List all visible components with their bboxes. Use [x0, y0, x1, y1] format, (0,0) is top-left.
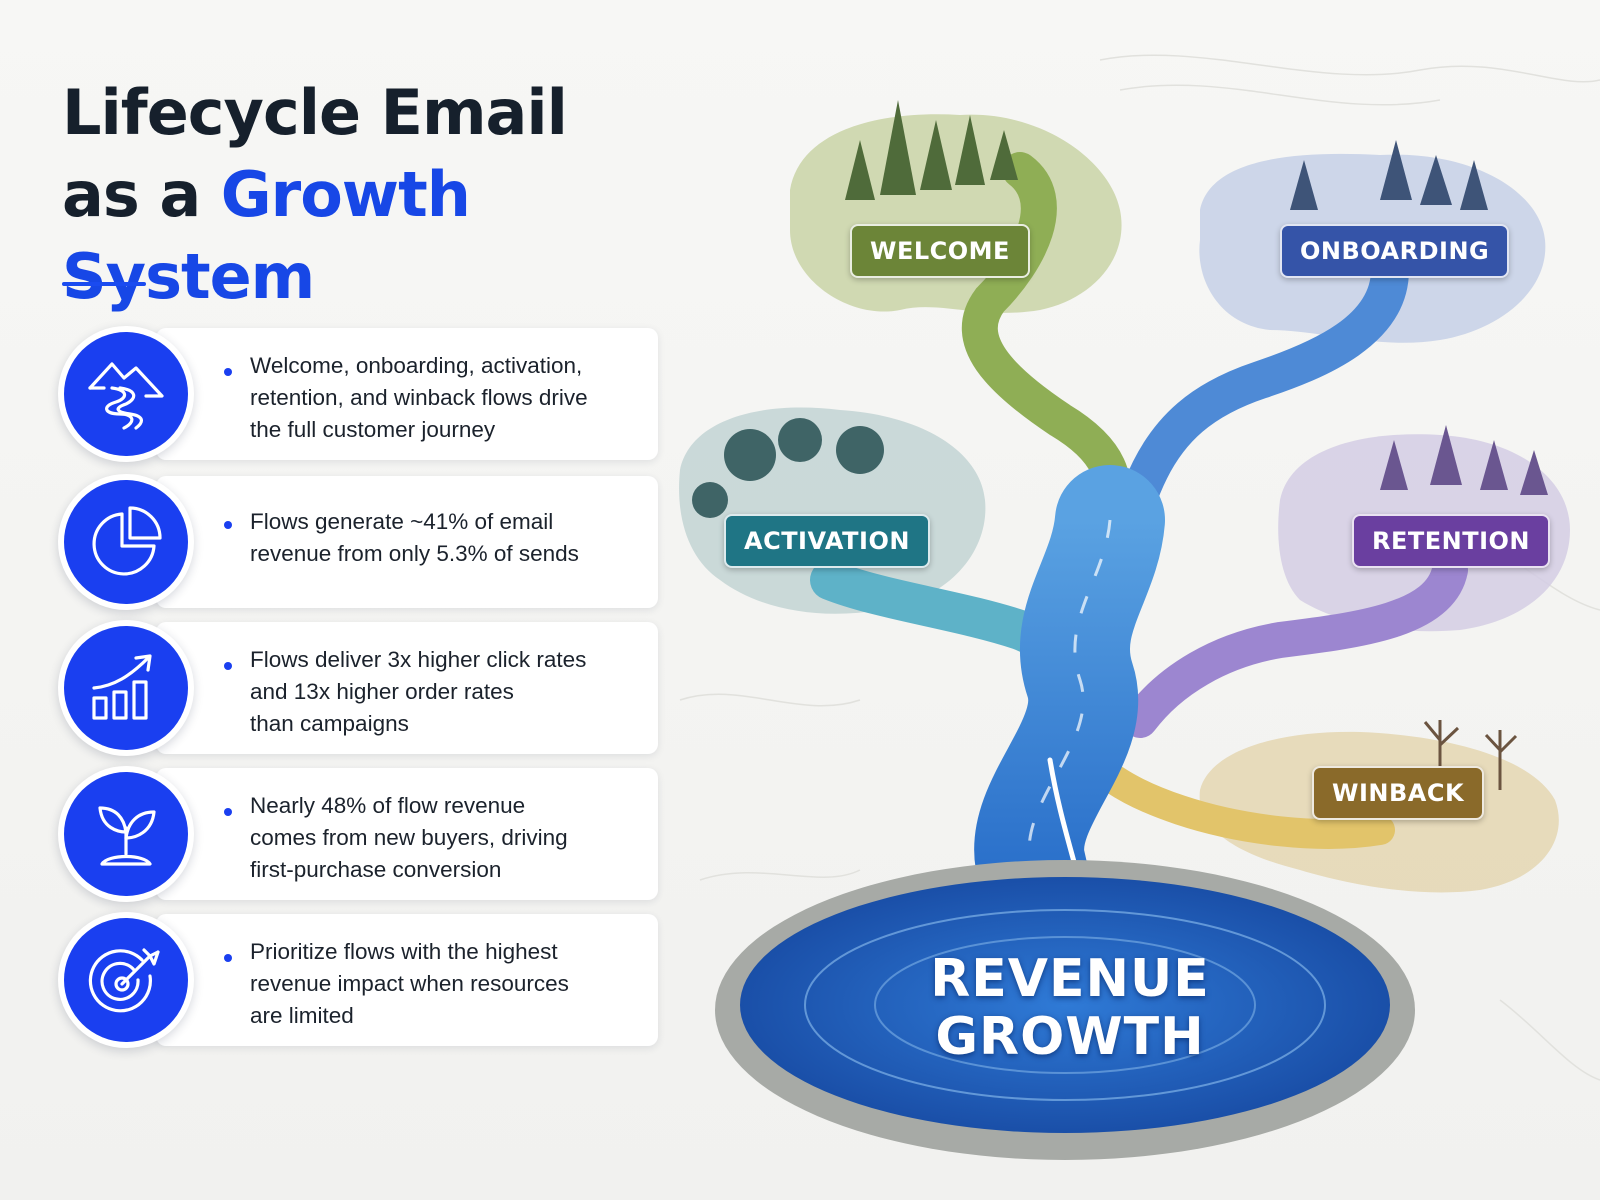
bullet-dot [224, 954, 232, 962]
bullet-dot [224, 662, 232, 670]
welcome-stream [961, 152, 1132, 538]
card-panel [156, 768, 658, 900]
point-text-line: Prioritize flows with the highest [250, 939, 558, 964]
revenue-pool [740, 877, 1390, 1133]
point-text: Prioritize flows with the highest revenu… [230, 936, 640, 1032]
pool-swirl [804, 909, 1326, 1101]
point-text-line: comes from new buyers, driving [250, 825, 568, 850]
point-card-prioritize: Prioritize flows with the highest revenu… [58, 912, 658, 1048]
title-line-1: Lifecycle Email [62, 76, 568, 149]
point-text: Welcome, onboarding, activation, retenti… [230, 350, 640, 446]
point-text-line: Welcome, onboarding, activation, [250, 353, 583, 378]
welcome-trees [845, 100, 1018, 200]
title-underline [62, 282, 146, 286]
stage-label-welcome: WELCOME [850, 224, 1030, 278]
activation-trees [692, 418, 884, 518]
point-text-line: Flows deliver 3x higher click rates [250, 647, 587, 672]
retention-trees [1380, 425, 1548, 495]
retention-stream [1122, 552, 1468, 738]
revenue-growth-line-2: GROWTH [935, 1007, 1205, 1067]
point-text-line: retention, and winback flows drive [250, 385, 588, 410]
pie-chart-icon [92, 506, 162, 576]
icon-badge [58, 326, 194, 462]
winback-stream [1100, 765, 1395, 849]
point-card-new-buyers: Nearly 48% of flow revenue comes from ne… [58, 766, 658, 902]
point-text: Flows generate ~41% of email revenue fro… [230, 506, 640, 570]
card-panel [156, 914, 658, 1046]
revenue-growth-line-1: REVENUE [930, 949, 1210, 1009]
point-text-line: revenue from only 5.3% of sends [250, 541, 579, 566]
point-text-line: first-purchase conversion [250, 857, 502, 882]
sprout-icon [98, 806, 156, 866]
mountain-path-icon [88, 362, 164, 430]
point-text-line: than campaigns [250, 711, 409, 736]
pool-swirl [874, 936, 1256, 1074]
bullet-dot [224, 368, 232, 376]
onboarding-trees [1290, 140, 1488, 210]
point-text-line: Nearly 48% of flow revenue [250, 793, 526, 818]
icon-badge [58, 912, 194, 1048]
icon-badge [58, 766, 194, 902]
title-line-2-prefix: as a [62, 158, 221, 231]
title-line-2: as a Growth System [62, 154, 742, 318]
title-accent: Growth System [62, 158, 471, 313]
target-icon [88, 948, 160, 1013]
growth-chart-icon [92, 654, 152, 720]
point-text-line: and 13x higher order rates [250, 679, 514, 704]
card-panel [156, 328, 658, 460]
point-text-line: Flows generate ~41% of email [250, 509, 554, 534]
point-text-line: are limited [250, 1003, 354, 1028]
point-card-revenue-share: Flows generate ~41% of email revenue fro… [58, 474, 658, 610]
stage-label-activation: ACTIVATION [724, 514, 930, 568]
stage-label-retention: RETENTION [1352, 514, 1551, 568]
page-title: Lifecycle Email as a Growth System [62, 72, 742, 318]
point-text: Flows deliver 3x higher click rates and … [230, 644, 640, 740]
stage-label-onboarding: ONBOARDING [1280, 224, 1510, 278]
point-card-journey: Welcome, onboarding, activation, retenti… [58, 326, 658, 462]
bullet-dot [224, 521, 232, 529]
welcome-island [790, 114, 1122, 313]
point-card-click-rates: Flows deliver 3x higher click rates and … [58, 620, 658, 756]
icon-badge [58, 474, 194, 610]
bullet-dot [224, 808, 232, 816]
point-text-line: the full customer journey [250, 417, 496, 442]
card-panel [156, 476, 658, 608]
card-panel [156, 622, 658, 754]
revenue-growth-label: REVENUE GROWTH [880, 950, 1260, 1066]
icon-badge [58, 620, 194, 756]
point-text-line: revenue impact when resources [250, 971, 569, 996]
point-text: Nearly 48% of flow revenue comes from ne… [230, 790, 640, 886]
stage-label-winback: WINBACK [1312, 766, 1485, 820]
